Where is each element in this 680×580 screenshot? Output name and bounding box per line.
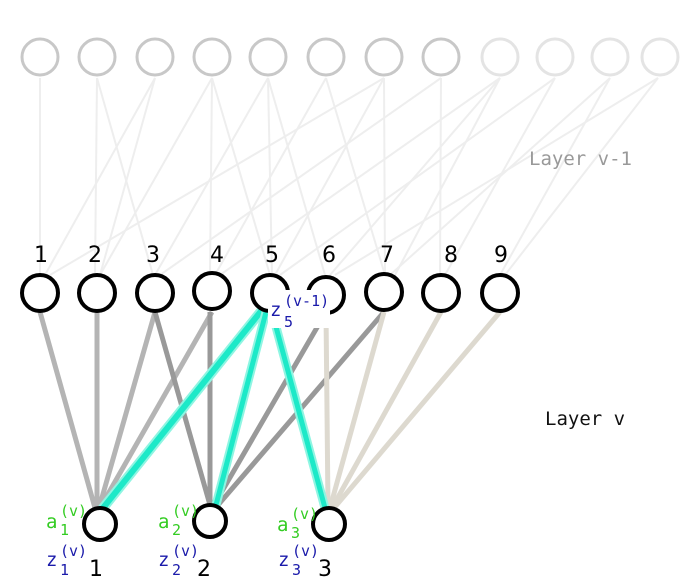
output-node-1 [82, 506, 118, 542]
highlight-edge-to-node-1-core [100, 307, 265, 511]
current-layer-edges [37, 310, 502, 510]
edge [394, 77, 501, 276]
faded-node [20, 37, 60, 77]
activation-label-2: a (v) 2 [158, 501, 209, 539]
faded-node [192, 37, 232, 77]
edge [267, 77, 326, 276]
z5-label-base: z [270, 299, 281, 321]
node-number: 3 [146, 243, 160, 268]
output-node-number: 1 [89, 557, 103, 580]
edge [99, 77, 213, 276]
edge [323, 311, 331, 509]
node-9 [480, 273, 520, 313]
edge [99, 77, 156, 276]
previous-layer-nodes [20, 37, 680, 77]
edge [279, 77, 556, 276]
activation-label-3: a (v) 3 [277, 504, 328, 542]
z5-label-backdrop [268, 290, 330, 328]
z5-label-superscript: (v-1) [284, 292, 329, 310]
node-number: 5 [265, 243, 279, 268]
edge [334, 77, 659, 276]
edge [439, 77, 442, 276]
output-node-3 [311, 506, 347, 542]
edge [214, 77, 327, 276]
edge [44, 77, 156, 276]
layer-label-current: Layer v [545, 408, 625, 430]
faded-node [306, 37, 346, 77]
node-8 [421, 273, 461, 313]
faded-node [640, 37, 680, 77]
edge [325, 77, 386, 276]
edge [274, 77, 385, 276]
highlight-edge-to-node-3-core [269, 309, 328, 511]
faded-node [480, 37, 520, 77]
node-2 [77, 273, 117, 313]
output-node-number: 2 [197, 557, 211, 580]
faded-node [421, 37, 461, 77]
edge [154, 77, 269, 276]
layer-label-previous: Layer v-1 [529, 148, 632, 170]
output-node-number: 3 [318, 557, 332, 580]
faded-node [535, 37, 575, 77]
z-labels: z (v) 1 z (v) 2 z (v) 3 [46, 541, 329, 579]
edge [159, 77, 442, 276]
node-1 [20, 273, 60, 313]
edge [96, 77, 154, 276]
node-4 [192, 271, 232, 311]
edge [389, 77, 611, 276]
highlight-edge-to-node-2-core [213, 309, 269, 508]
edge [329, 77, 501, 276]
edge [211, 310, 329, 507]
edge [329, 310, 444, 510]
edge [332, 310, 502, 510]
node-number: 1 [34, 243, 48, 268]
z-label-2: z (v) 2 [158, 541, 209, 579]
node-number: 8 [444, 243, 458, 268]
faded-node [248, 37, 288, 77]
faded-node [77, 37, 117, 77]
previous-layer-edges [39, 77, 659, 276]
activation-label-1: a (v) 1 [46, 501, 97, 539]
edge [94, 77, 98, 276]
edge [383, 77, 386, 276]
bottom-layer-nodes [82, 503, 347, 542]
faded-node [590, 37, 630, 77]
bottom-layer-numbers: 1 2 3 [89, 557, 332, 580]
edge [219, 77, 501, 276]
z5-label-subscript: 5 [284, 313, 293, 331]
edge [49, 77, 385, 276]
middle-layer-nodes [20, 271, 520, 315]
edge [504, 77, 659, 276]
edge [96, 311, 158, 509]
edge [211, 77, 271, 276]
node-7 [364, 272, 404, 312]
edge [499, 77, 611, 276]
faded-node [135, 37, 175, 77]
faded-node [364, 37, 404, 77]
node-number: 7 [380, 243, 394, 268]
z5-label: z (v-1) 5 [270, 291, 339, 331]
node-number: 4 [210, 243, 224, 268]
output-node-2 [192, 503, 228, 539]
highlighted-edges [98, 305, 330, 513]
z-label-3: z (v) 3 [278, 541, 329, 579]
node-number: 9 [494, 243, 508, 268]
node-number: 2 [88, 243, 102, 268]
edge [37, 311, 98, 509]
activation-labels: a (v) 1 a (v) 2 a (v) 3 [46, 501, 328, 542]
middle-layer-numbers: 1 2 3 4 5 6 7 8 9 [34, 243, 508, 268]
edge [97, 310, 215, 510]
node-3 [135, 273, 175, 313]
z-label-1: z (v) 1 [46, 541, 97, 579]
node-number: 6 [322, 243, 336, 268]
edge [327, 311, 387, 509]
